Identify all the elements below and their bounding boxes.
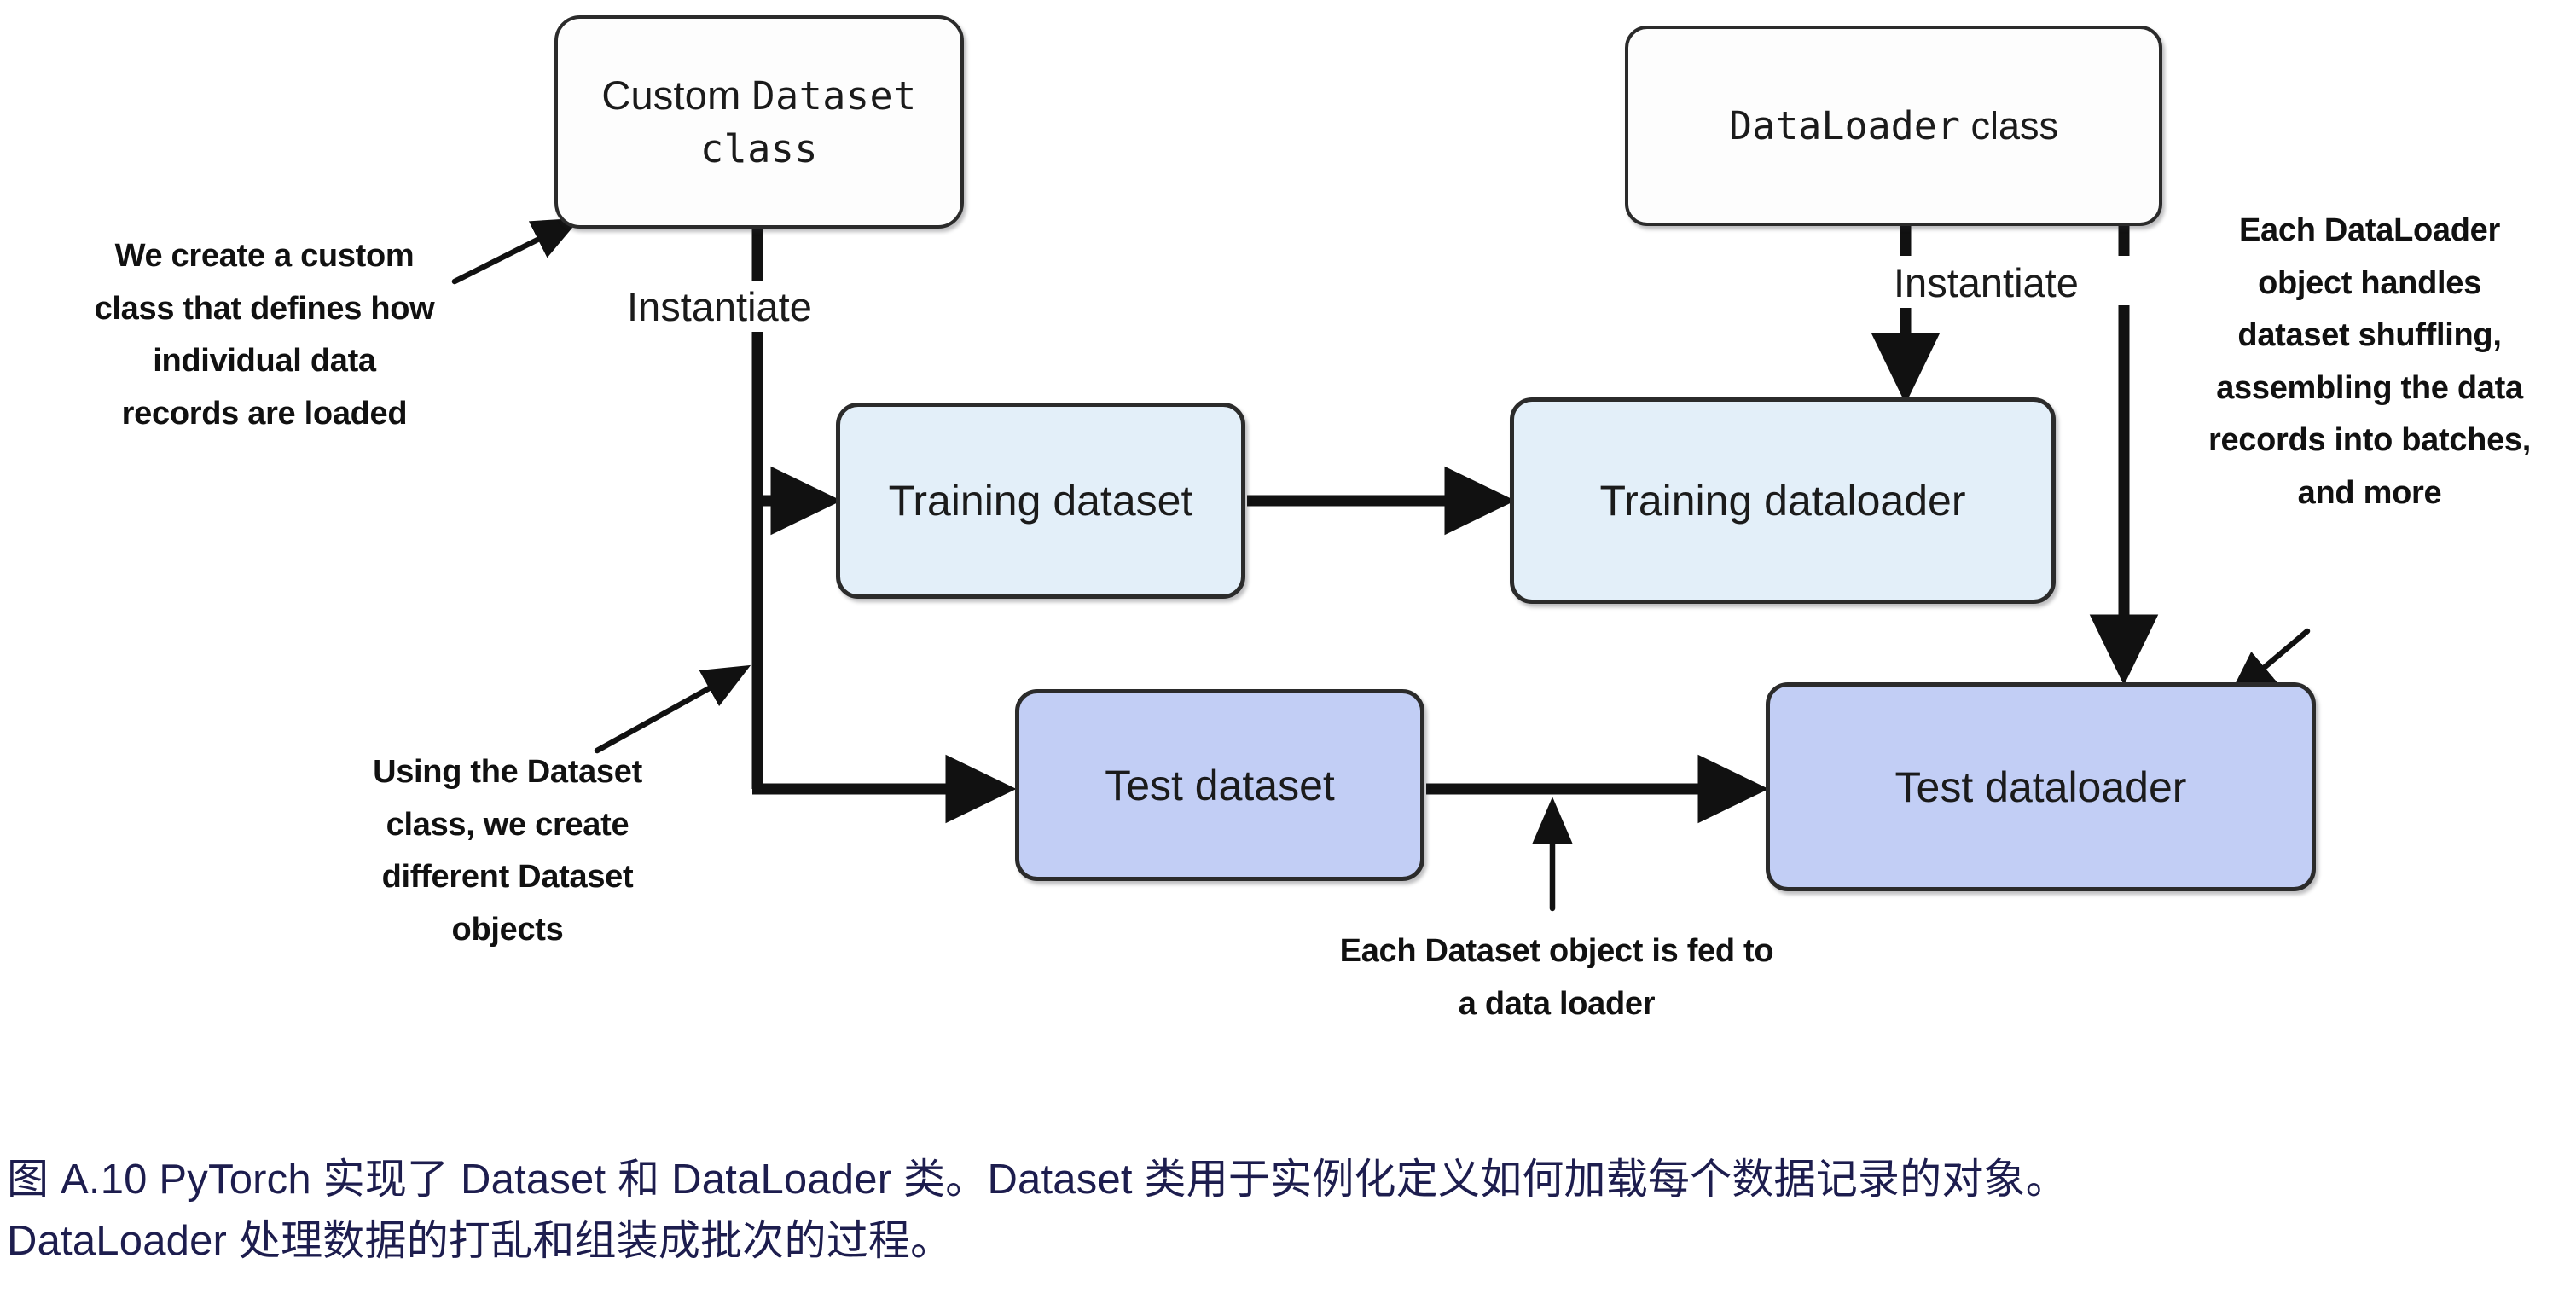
annotation-fed-to-loader: Each Dataset object is fed to a data loa… — [1339, 933, 1774, 1022]
node-training-dataset[interactable]: Training dataset — [836, 403, 1245, 599]
node-test-dataset[interactable]: Test dataset — [1015, 689, 1424, 881]
node-custom-dataset-class-line1: Custom — [601, 72, 741, 118]
edge-label-instantiate-left: Instantiate — [618, 281, 821, 332]
node-training-dataloader-label: Training dataloader — [1599, 477, 1966, 525]
annotation-arrow-custom-class — [451, 217, 581, 285]
node-custom-dataset-class[interactable]: Custom Dataset class — [554, 15, 964, 229]
node-test-dataloader-label: Test dataloader — [1894, 762, 2187, 811]
annotation-dataloader-object: Each DataLoader object handles dataset s… — [2208, 212, 2532, 511]
node-dataloader-class[interactable]: DataLoader class — [1625, 26, 2162, 226]
node-test-dataloader[interactable]: Test dataloader — [1766, 682, 2316, 891]
annotation-dataset-objects: Using the Dataset class, we create diffe… — [373, 754, 642, 948]
node-dataloader-class-mono: DataLoader — [1729, 102, 1960, 148]
edge-label-instantiate-right: Instantiate — [1885, 258, 2087, 308]
diagram-connectors — [451, 217, 2311, 912]
annotation-arrow-dataset-objects — [594, 664, 751, 754]
figure-caption: 图 A.10 PyTorch 实现了 Dataset 和 DataLoader … — [7, 1150, 2549, 1272]
node-dataloader-class-suffix: class — [1959, 103, 2058, 148]
node-test-dataset-label: Test dataset — [1105, 761, 1335, 809]
annotation-arrow-dataloader-object — [2228, 628, 2311, 699]
figure-caption-line-1: 图 A.10 PyTorch 实现了 Dataset 和 DataLoader … — [7, 1157, 2068, 1203]
figure-caption-line-2: DataLoader 处理数据的打乱和组装成批次的过程。 — [7, 1217, 953, 1264]
node-training-dataset-label: Training dataset — [888, 477, 1193, 525]
dataset-dataloader-diagram: Custom Dataset class DataLoader class Tr… — [94, 15, 2532, 1022]
node-custom-dataset-class-line2: Dataset class — [700, 72, 917, 171]
node-training-dataloader[interactable]: Training dataloader — [1510, 397, 2056, 604]
annotation-custom-class: We create a custom class that defines ho… — [94, 238, 435, 432]
